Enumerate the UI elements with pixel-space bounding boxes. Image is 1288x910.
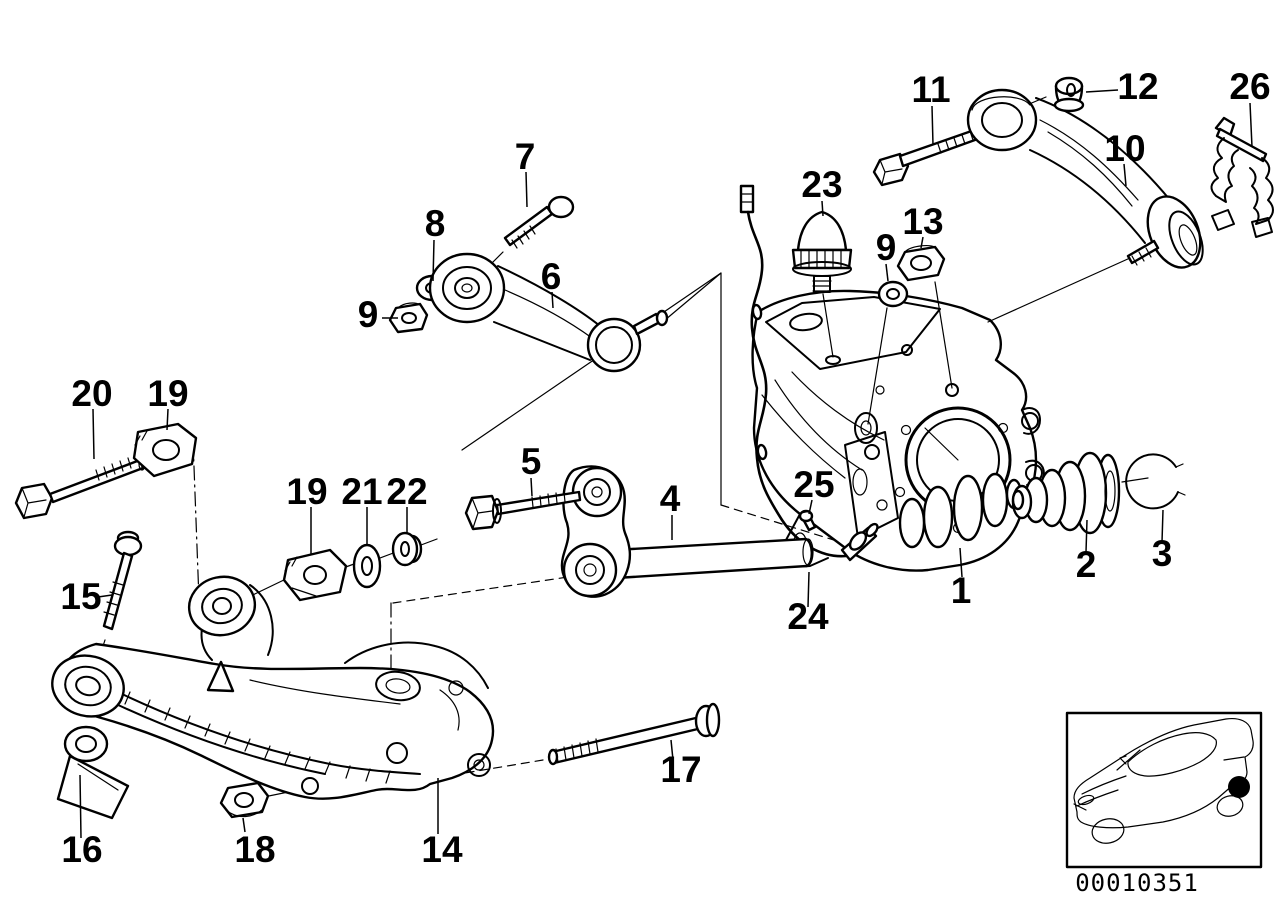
- link-pin: [612, 537, 813, 580]
- callout-label-19-16: 19: [286, 471, 327, 512]
- callout-label-13-5: 13: [902, 201, 943, 242]
- callout-leader-12-8: [1085, 89, 1119, 93]
- callout-leader-11-7: [931, 105, 934, 146]
- part-19-stop-plate-lower: [282, 548, 348, 602]
- callout-label-5-13: 5: [521, 441, 542, 482]
- callout-label-3-23: 3: [1152, 533, 1173, 574]
- callout-leader-15-19: [97, 594, 113, 598]
- callout-label-17-27: 17: [660, 749, 701, 790]
- output-shaft-rib: [898, 497, 926, 549]
- car-outline: [1073, 717, 1254, 844]
- callout-leader-24-20: [807, 571, 810, 608]
- part-2-cv-boot: [1011, 451, 1121, 535]
- part-15-bolt: [102, 530, 143, 631]
- part-25-screw: [798, 509, 817, 532]
- callout-leader-26-10: [1249, 102, 1253, 148]
- callout-label-11-7: 11: [911, 69, 950, 110]
- part-24-abs-sensor-cable: [739, 184, 879, 562]
- callout-label-21-17: 21: [341, 471, 382, 512]
- part-20-bolt: [14, 457, 146, 520]
- callout-leader-7-0: [525, 171, 528, 208]
- car-inset: 00010351: [1065, 711, 1263, 897]
- callout-label-7-0: 7: [515, 136, 536, 177]
- callout-label-10-9: 10: [1104, 128, 1145, 169]
- part-22-bush: [391, 531, 423, 567]
- part-23-cap: [791, 210, 853, 293]
- callout-label-26-10: 26: [1229, 66, 1270, 107]
- callout-leader-5-13: [530, 477, 533, 497]
- callout-label-24-20: 24: [787, 596, 829, 637]
- callout-label-9-6: 9: [876, 227, 897, 268]
- callout-label-19-12: 19: [147, 373, 188, 414]
- callout-label-2-22: 2: [1076, 544, 1097, 585]
- callout-leader-9-6: [885, 263, 889, 282]
- callout-label-8-1: 8: [425, 203, 446, 244]
- callout-leader-13-5: [920, 236, 924, 249]
- callout-label-16-24: 16: [61, 829, 102, 870]
- part-16-bracket: [56, 725, 130, 820]
- callout-label-18-25: 18: [234, 829, 275, 870]
- callout-leader-3-23: [1161, 509, 1164, 543]
- part-5-bolt: [464, 490, 582, 531]
- callout-leader-23-4: [821, 200, 824, 217]
- callout-leader-6-3: [551, 291, 554, 309]
- part-12-grommet: [1053, 76, 1085, 113]
- location-marker-dot: [1228, 776, 1250, 798]
- part-13-nut: [896, 245, 946, 282]
- part-18-nut: [219, 781, 270, 819]
- callout-label-4-14: 4: [660, 478, 681, 519]
- callout-label-25-15: 25: [793, 464, 834, 505]
- callout-label-22-18: 22: [386, 471, 427, 512]
- callout-label-9-2: 9: [358, 294, 379, 335]
- callout-leader-17-27: [670, 739, 674, 761]
- part-1-wheel-carrier: [751, 289, 1045, 572]
- callout-leader-19-12: [166, 408, 169, 431]
- callout-leader-20-11: [92, 408, 95, 460]
- callout-label-15-19: 15: [60, 576, 101, 617]
- construction-lines-over: [822, 257, 1131, 425]
- callout-leader-10-9: [1123, 163, 1127, 187]
- part-11-bolt: [872, 125, 988, 187]
- callout-leader-25-15: [808, 499, 813, 515]
- callout-label-6-3: 6: [541, 256, 562, 297]
- part-9-washer-center: [877, 280, 909, 308]
- part-21-washer: [352, 543, 382, 589]
- part-3-snap-ring: [1125, 453, 1186, 510]
- part-7-bolt: [503, 195, 575, 249]
- callout-leader-16-24: [79, 774, 82, 839]
- callout-label-20-11: 20: [71, 373, 112, 414]
- callout-label-1-21: 1: [951, 570, 972, 611]
- part-26-harness-bracket: [1210, 116, 1274, 238]
- part-6-guiding-link: [428, 252, 669, 373]
- callout-leader-2-22: [1085, 519, 1088, 553]
- callout-label-12-8: 12: [1117, 66, 1158, 107]
- callout-label-14-26: 14: [421, 829, 463, 870]
- cable-connector: [739, 184, 755, 214]
- part-10-upper-control-arm: [966, 88, 1204, 269]
- callout-leader-18-25: [242, 817, 246, 833]
- part-19-stop-plate-upper: [132, 422, 198, 478]
- callout-leader-8-1: [432, 239, 435, 282]
- part-14-trailing-arm: [51, 575, 495, 800]
- arm-flag-rib: [206, 660, 235, 693]
- part-9-nut-left: [388, 302, 429, 334]
- diagram-code: 00010351: [1075, 869, 1199, 897]
- callout-leader-1-21: [959, 547, 963, 578]
- callout-label-23-4: 23: [801, 164, 842, 205]
- part-17-bolt: [547, 702, 721, 766]
